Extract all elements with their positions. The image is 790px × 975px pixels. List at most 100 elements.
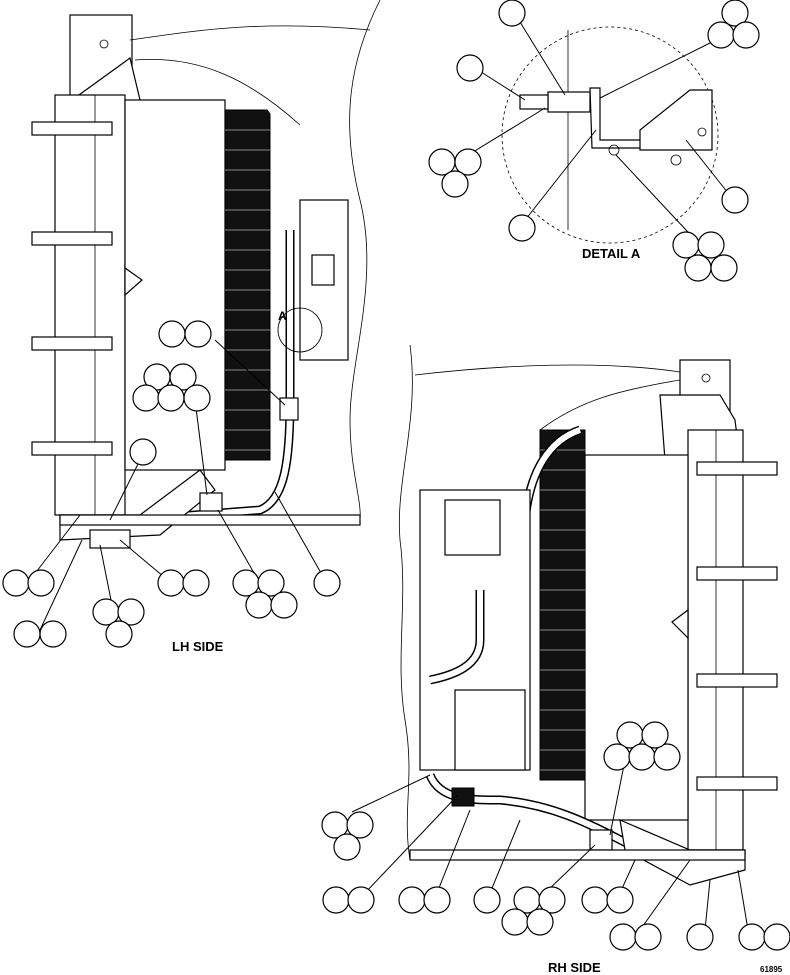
rh-alternator [444, 499, 501, 556]
detail-a-sensor-body [547, 91, 591, 113]
lh-crossbar-2 [31, 231, 113, 246]
lh-crossbar-3 [31, 336, 113, 351]
lh-sensor [311, 254, 335, 286]
callout-balloon [684, 254, 712, 282]
callout-balloon [581, 886, 609, 914]
figure-number: 61895 [760, 965, 783, 974]
lh-cutaway-boundary [349, 0, 381, 521]
rh-leaders [351, 759, 749, 931]
rh-pump [454, 689, 526, 771]
lh-side-view: A [31, 0, 381, 549]
lh-crossbar-1 [31, 121, 113, 136]
callout-balloon [423, 886, 451, 914]
callout-balloon [721, 0, 749, 27]
lh-shroud-tab [124, 266, 143, 297]
callout-balloon [441, 170, 469, 198]
callout-balloon [473, 886, 501, 914]
callout-balloon [763, 923, 790, 951]
callout-balloon [313, 569, 341, 597]
callout-balloon [710, 254, 738, 282]
lh-clamp [89, 529, 131, 549]
callout-balloon [653, 743, 681, 771]
rh-side-view [398, 344, 778, 886]
callout-balloon [105, 620, 133, 648]
detail-a-mount [639, 89, 713, 151]
lh-callouts [2, 320, 341, 648]
callout-balloon [346, 811, 374, 839]
callout-balloon [738, 923, 766, 951]
lh-detail-a-marker-circle [277, 307, 323, 353]
detail-a-callouts [428, 0, 760, 282]
rh-crossbar-2 [696, 566, 778, 581]
rh-lower-hose-inner [427, 773, 721, 868]
callout-balloon [672, 231, 700, 259]
callout-balloon [697, 231, 725, 259]
callout-balloon [132, 384, 160, 412]
lh-clamp-2 [199, 492, 223, 512]
detail-a-label: DETAIL A [582, 246, 641, 261]
callout-balloon [347, 886, 375, 914]
rh-crossbar-1 [696, 461, 778, 476]
callout-balloon [603, 743, 631, 771]
callout-balloon [634, 923, 662, 951]
rh-callouts [321, 721, 790, 951]
lh-radiator-shroud [124, 99, 226, 471]
callout-balloon [184, 320, 212, 348]
callout-balloon [721, 186, 749, 214]
detail-a-boundary [501, 26, 719, 244]
rh-harness [414, 364, 681, 376]
callout-balloon [245, 591, 273, 619]
callout-balloon [641, 721, 669, 749]
callout-balloon [398, 886, 426, 914]
rh-mid-hose-inner [429, 590, 483, 683]
lh-radiator-core [224, 109, 271, 461]
callout-balloon [39, 620, 67, 648]
lh-upper-hose-inner [258, 97, 303, 241]
callout-balloon [538, 886, 566, 914]
callout-balloon [117, 598, 145, 626]
callout-balloon [732, 21, 760, 49]
callout-balloon [2, 569, 30, 597]
rh-hose-clamp [451, 787, 475, 807]
rh-cutaway-boundary [398, 344, 413, 861]
detail-a-view [501, 26, 719, 244]
callout-balloon [454, 148, 482, 176]
lh-fitting [279, 397, 299, 421]
callout-balloon [158, 320, 186, 348]
callout-balloon [456, 54, 484, 82]
callout-balloon [13, 620, 41, 648]
callout-balloon [501, 908, 529, 936]
callout-balloon [322, 886, 350, 914]
lh-view-marker: A [278, 309, 287, 323]
callout-balloon [333, 833, 361, 861]
rh-side-label: RH SIDE [548, 960, 601, 975]
detail-a-bolt-3 [697, 127, 707, 137]
detail-a-bolt [608, 144, 620, 156]
callout-balloon [169, 363, 197, 391]
callout-balloon [526, 908, 554, 936]
callout-balloon [498, 0, 526, 27]
lh-crossbar-4 [31, 441, 113, 456]
callout-balloon [157, 569, 185, 597]
lh-base-plate [59, 514, 361, 526]
rh-crossbar-3 [696, 673, 778, 688]
rh-bolt [701, 373, 711, 383]
callout-balloon [183, 384, 211, 412]
detail-a-sensor-cap [519, 94, 549, 110]
callout-balloon [129, 438, 157, 466]
callout-balloon [609, 923, 637, 951]
callout-balloon [270, 591, 298, 619]
callout-balloon [157, 384, 185, 412]
rh-radiator-core [539, 429, 586, 781]
lh-bolt [99, 39, 109, 49]
callout-balloon [182, 569, 210, 597]
rh-shroud-tab [671, 608, 689, 640]
callout-balloon [686, 923, 714, 951]
lh-side-label: LH SIDE [172, 639, 224, 654]
lh-core-fins [225, 129, 270, 451]
lh-harness [129, 25, 371, 41]
rh-harness-2 [539, 379, 681, 431]
rh-base-plate [409, 849, 746, 861]
callout-balloon [707, 21, 735, 49]
